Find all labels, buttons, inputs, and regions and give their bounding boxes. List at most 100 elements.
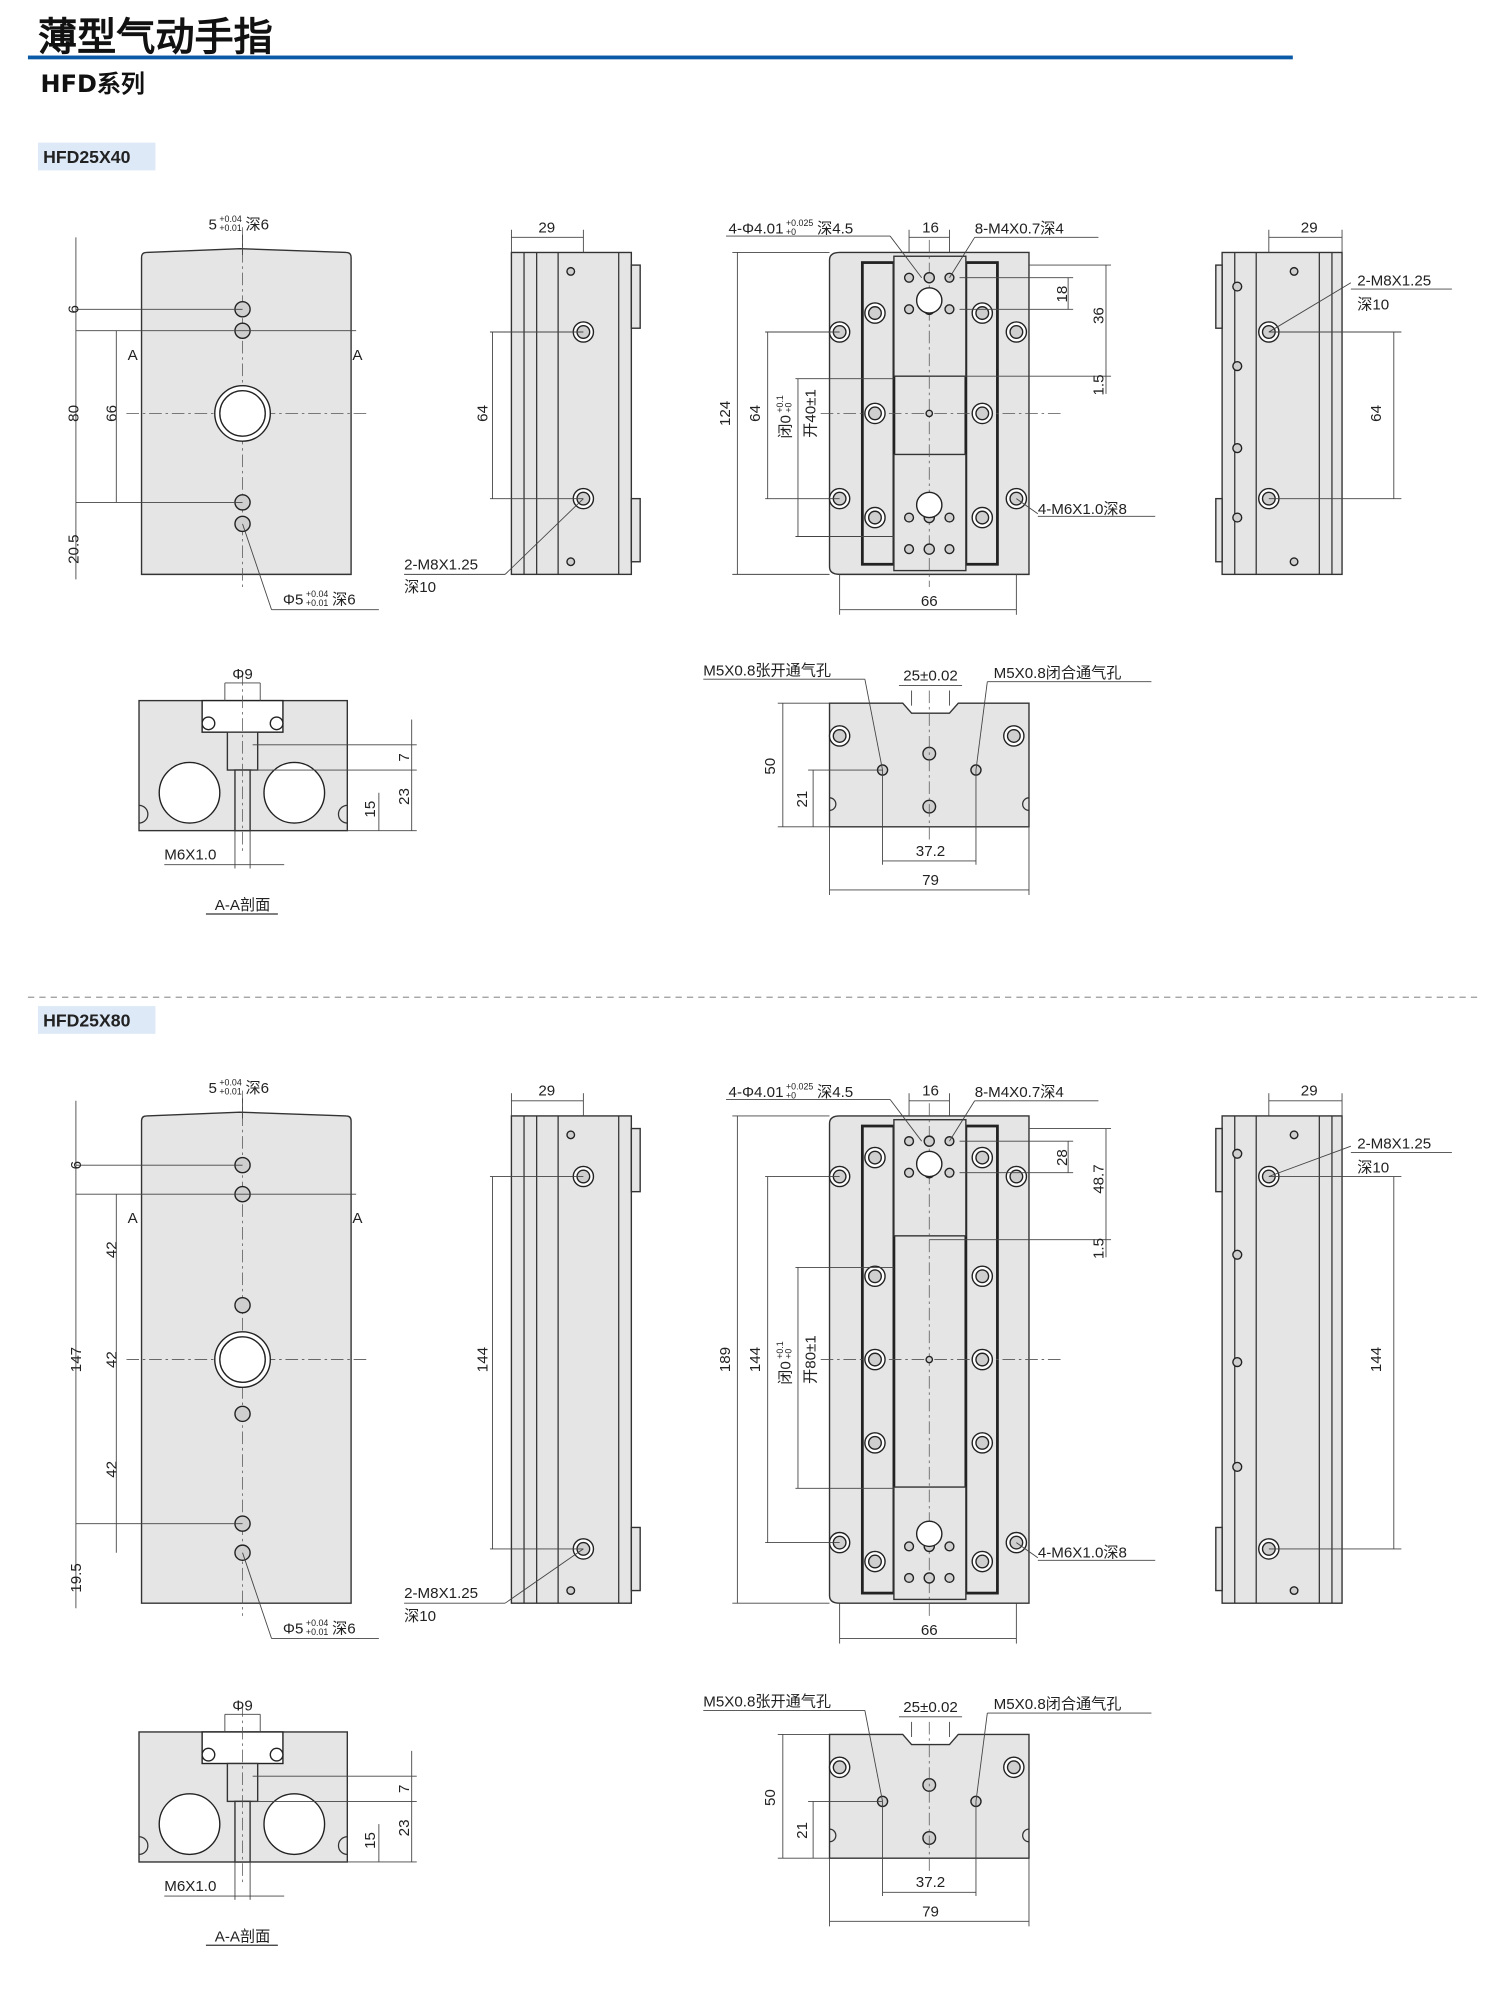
tol-lower: +0.01: [219, 223, 241, 233]
open-stroke-label: 开80±1: [803, 1335, 820, 1384]
tol-upper: +0.1: [775, 395, 785, 413]
dimension-label: 2-M8X1.25: [1357, 272, 1431, 289]
hole: [566, 266, 576, 276]
dimension-label: 42: [103, 1351, 120, 1368]
dimension-label: 6: [65, 305, 82, 313]
bore-inner: [219, 390, 266, 437]
part-outline: [510, 1115, 633, 1604]
hole: [923, 271, 935, 284]
hole: [1289, 1586, 1299, 1596]
part-outline: [1215, 1127, 1223, 1193]
closed-stroke-label: 闭0+0.1+0: [775, 1341, 795, 1385]
dimension-label: 7: [396, 753, 413, 761]
slot: [337, 1836, 348, 1856]
thread-hole: [975, 1352, 990, 1367]
pin: [269, 716, 284, 731]
part-outline: [1215, 1526, 1223, 1592]
jaw-bore: [915, 1150, 943, 1178]
dimension-line: [949, 237, 976, 278]
thread-hole: [867, 1435, 882, 1450]
part-outline: [1215, 497, 1223, 563]
dimension-line: [864, 679, 883, 771]
dimension-label: 29: [1301, 1083, 1318, 1100]
tol-lower: +0.01: [306, 598, 328, 608]
hole: [903, 1167, 915, 1178]
dimension-label: 25±0.02: [903, 667, 958, 684]
tol-base: 闭0: [777, 1361, 794, 1385]
hole: [903, 1541, 915, 1552]
tol-lower: +0.01: [306, 1627, 328, 1637]
dimension-label: 4-M6X1.0深8: [1038, 1545, 1127, 1562]
dimension-line: [1268, 282, 1352, 333]
slot: [337, 804, 348, 824]
hole: [903, 512, 915, 523]
dimension-label: 20.5: [65, 534, 82, 563]
tol-upper: +0.04: [219, 214, 241, 224]
thread-hole: [867, 306, 882, 321]
tol-lower: +0: [784, 402, 794, 412]
section-caption: A-A剖面: [215, 897, 270, 914]
dimension-line: [975, 1712, 988, 1802]
hole: [944, 304, 955, 315]
slot: [829, 797, 837, 812]
dimension-label: 深10: [404, 1608, 436, 1625]
pin: [269, 1747, 284, 1762]
dimension-line: [889, 1099, 923, 1142]
thread-hole: [832, 1760, 847, 1775]
tol-base: 5: [208, 1080, 216, 1097]
hole: [1289, 557, 1299, 567]
thread-hole: [867, 1269, 882, 1284]
hole: [234, 1405, 251, 1423]
thread-hole: [1009, 1169, 1024, 1184]
pin: [201, 716, 216, 731]
hole: [1232, 512, 1243, 523]
dimension-label: 2-M8X1.25: [404, 556, 478, 573]
dimension-label: 2-M8X1.25: [404, 1585, 478, 1602]
thread-hole: [975, 406, 990, 421]
tol-base: 闭0: [777, 415, 794, 439]
part-outline: [510, 251, 633, 576]
part-outline: [1215, 264, 1223, 329]
slot: [829, 1828, 837, 1843]
thread-hole: [975, 306, 990, 321]
thread-hole: [867, 406, 882, 421]
model-label-box: [38, 1006, 156, 1034]
hole: [944, 1572, 955, 1584]
dimension-label: M6X1.0: [164, 1878, 216, 1895]
dimension-line: [949, 1100, 976, 1142]
hole: [923, 1572, 935, 1584]
thread-hole: [975, 1150, 990, 1165]
tol-upper: +0.04: [219, 1078, 241, 1088]
tol-base: Φ5: [283, 592, 303, 609]
tol-upper: +0.025: [786, 1081, 813, 1091]
dimension-line: [1016, 498, 1039, 515]
tol-suffix: 深4.5: [817, 1084, 853, 1101]
hole: [234, 515, 251, 533]
bore-left: [158, 761, 221, 824]
part-outline: [1221, 1115, 1343, 1604]
dimension-label: 16: [922, 219, 939, 236]
dimension-label: 28: [1054, 1149, 1071, 1166]
dimension-label: Φ9: [232, 666, 252, 683]
dimension-line: [242, 1552, 272, 1639]
dimension-label: 23: [396, 1819, 413, 1836]
dimension-label: 64: [747, 405, 764, 422]
hole: [923, 543, 935, 555]
tol-upper: +0.025: [786, 218, 813, 228]
dimension-label: 8-M4X0.7深4: [975, 1084, 1064, 1101]
dimension-label: 66: [103, 405, 120, 422]
hole: [923, 1135, 935, 1147]
dimension-line: [864, 1710, 883, 1802]
dimension-line: [889, 235, 923, 278]
hole: [944, 1136, 955, 1147]
hole: [1289, 1130, 1299, 1140]
